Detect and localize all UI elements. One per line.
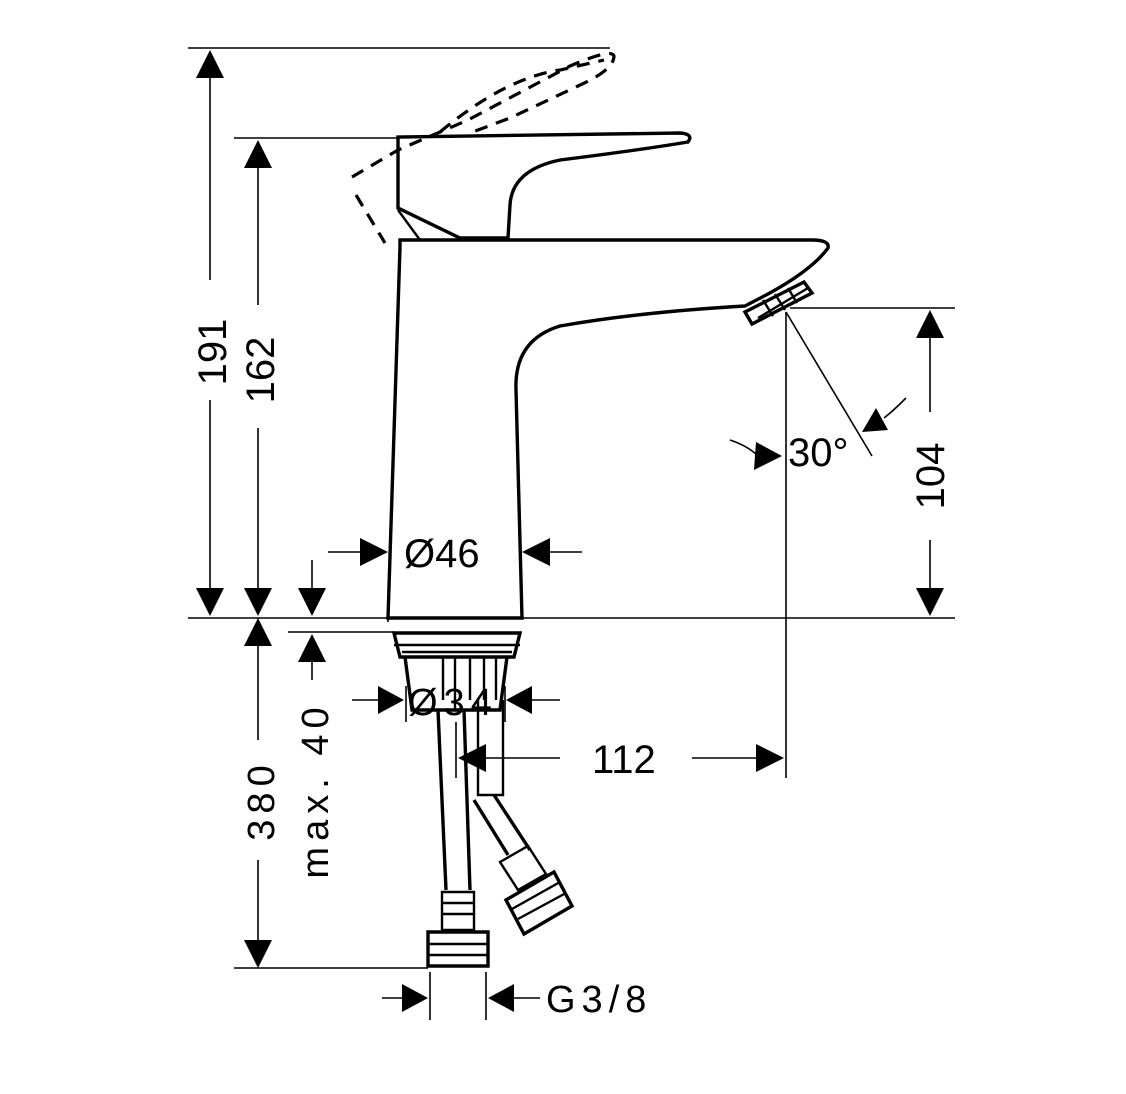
total-height-label: 191: [191, 319, 235, 386]
shank-diameter-label: Ø34: [408, 682, 498, 724]
arrowhead-icon: [916, 310, 944, 338]
arrowhead-icon: [916, 588, 944, 616]
dimension-shank-diameter: Ø34: [352, 682, 560, 724]
projection-label: 112: [592, 738, 656, 782]
below-counter-label: 380: [241, 759, 283, 840]
arrowhead-icon: [244, 140, 272, 168]
outlet-height-label: 104: [909, 443, 953, 510]
dimension-total-height: 191: [191, 50, 235, 616]
dimension-body-diameter: Ø46: [328, 532, 582, 576]
dimension-connection-thread: G3/8: [382, 979, 652, 1021]
arrowhead-icon: [378, 686, 404, 714]
arrowhead-icon: [360, 538, 388, 566]
arrowhead-icon: [754, 442, 782, 470]
arrowhead-icon: [458, 744, 486, 772]
arrowhead-icon: [506, 686, 532, 714]
arrowhead-icon: [298, 634, 326, 662]
arrowhead-icon: [196, 50, 224, 78]
arrowhead-icon: [244, 588, 272, 616]
faucet-outline: [351, 52, 830, 968]
dimension-projection: 112: [458, 738, 784, 782]
reference-lines: [188, 47, 955, 1020]
arrowhead-icon: [522, 538, 550, 566]
spray-angle-label: 30°: [788, 431, 849, 475]
arrowhead-icon: [244, 940, 272, 968]
connection-thread-label: G3/8: [546, 979, 652, 1021]
arrowhead-icon: [196, 588, 224, 616]
dimension-below-counter: 380: [241, 618, 283, 968]
arrowhead-icon: [488, 984, 514, 1012]
counter-thickness-label: max. 40: [295, 701, 337, 878]
dimension-handle-height: 162: [239, 140, 283, 616]
arrowhead-icon: [402, 984, 428, 1012]
arrowhead-icon: [756, 744, 784, 772]
handle-height-label: 162: [239, 337, 283, 404]
arrowhead-icon: [244, 618, 272, 646]
dimension-counter-thickness: max. 40: [295, 560, 337, 879]
dimension-spray-angle: 30°: [729, 311, 907, 475]
arrowhead-icon: [862, 408, 888, 432]
arrowhead-icon: [298, 588, 326, 616]
dimension-outlet-height: 104: [909, 310, 953, 616]
body-diameter-label: Ø46: [404, 532, 480, 576]
